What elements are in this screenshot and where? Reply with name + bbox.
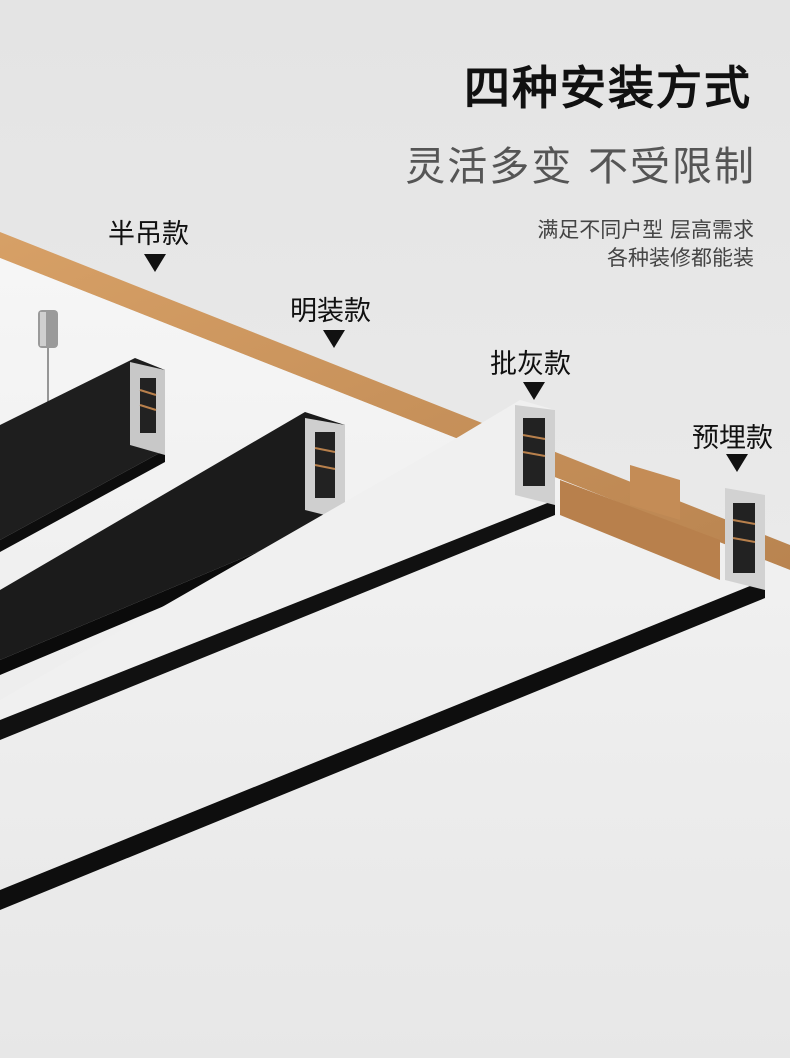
- rail-plaster: [0, 400, 555, 740]
- wood-ceiling-beam: [0, 232, 790, 1058]
- arrow-down-icon: [523, 382, 545, 400]
- arrow-down-icon: [323, 330, 345, 348]
- rail-embedded: [0, 488, 765, 910]
- page-subtitle: 灵活多变 不受限制: [405, 144, 756, 190]
- label-plaster: 批灰款: [490, 349, 571, 380]
- arrow-down-icon: [144, 254, 166, 272]
- label-semi-suspended: 半吊款: [108, 219, 189, 250]
- suspension-wire: [38, 310, 58, 410]
- description: 满足不同户型 层高需求 各种装修都能装: [537, 216, 754, 272]
- page-title: 四种安装方式: [464, 61, 752, 115]
- label-surface-mounted: 明装款: [290, 296, 371, 327]
- label-embedded: 预埋款: [692, 423, 773, 454]
- description-line: 满足不同户型 层高需求: [537, 218, 754, 242]
- rail-semi-suspended: [0, 358, 165, 552]
- arrow-down-icon: [726, 454, 748, 472]
- description-line: 各种装修都能装: [607, 246, 754, 270]
